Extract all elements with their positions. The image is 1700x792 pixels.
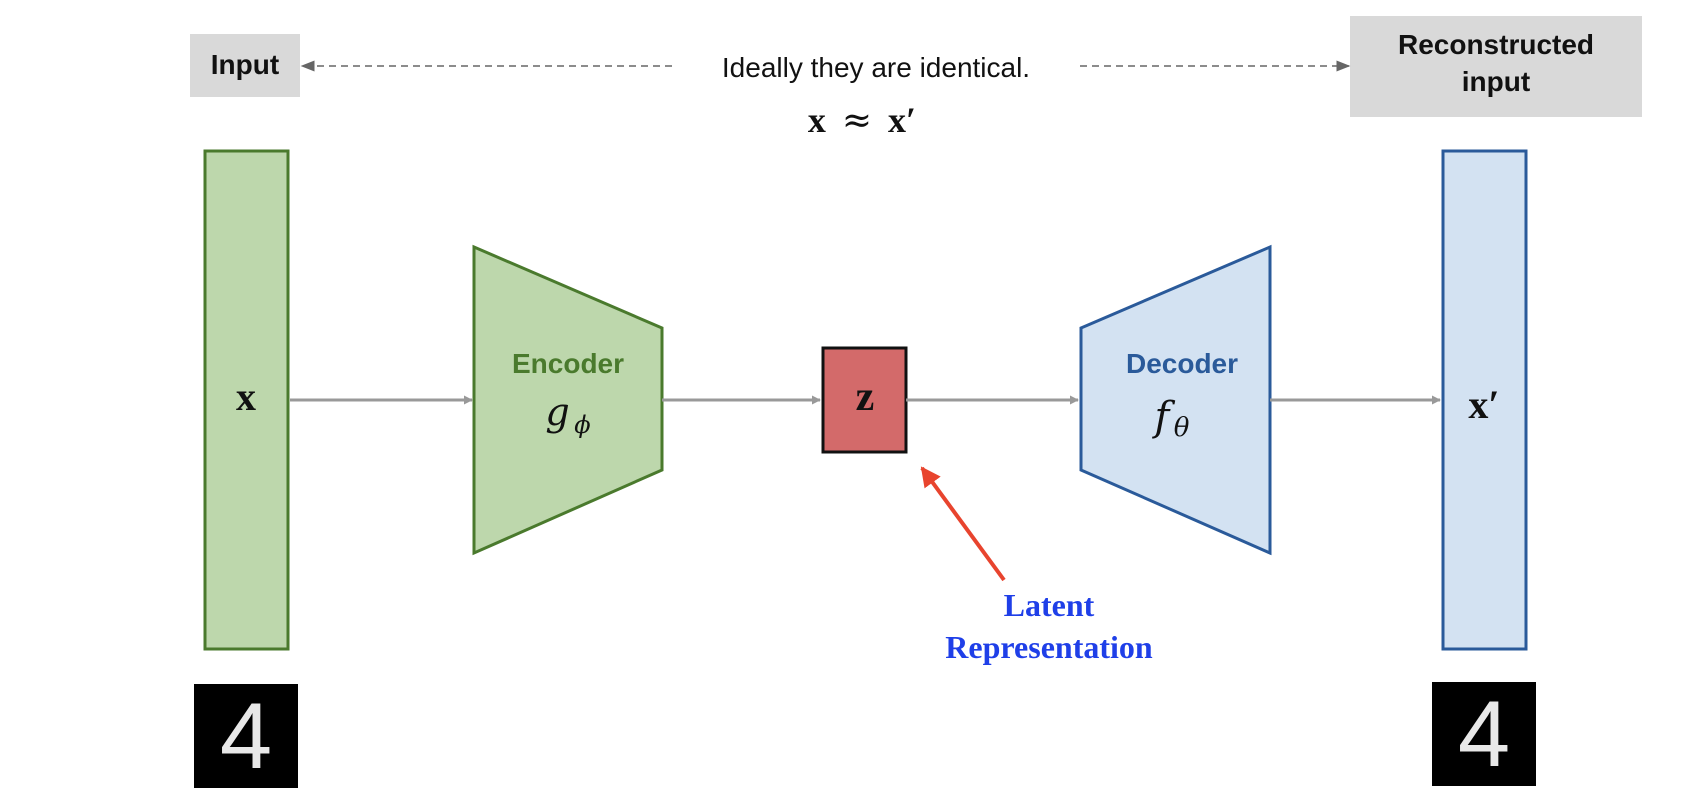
input-digit: 4 [220, 683, 272, 788]
latent-label-line1: Latent [1004, 587, 1095, 623]
input-vector-label: x [236, 374, 256, 419]
encoder-fn-letter: g [545, 390, 569, 434]
decoder-fn-sub: θ [1174, 413, 1190, 443]
approx-rhs: x′ [888, 100, 916, 140]
input-digit-image [194, 684, 298, 788]
reconstructed-label-box [1350, 16, 1642, 117]
input-label-box [190, 34, 300, 97]
latent-pointer-arrow [920, 466, 1006, 582]
output-digit-image [1432, 682, 1536, 786]
approx-equation: x ≈ x′ [808, 99, 916, 141]
encoder-function: g ϕ [545, 390, 590, 439]
reconstructed-label-line1: Reconstructed [1398, 29, 1594, 60]
approx-symbol: ≈ [842, 100, 872, 141]
reconstructed-label-line2: input [1462, 66, 1530, 97]
latent-block [821, 346, 908, 454]
latent-label-line2: Representation [945, 629, 1153, 665]
decoder-block [1079, 244, 1272, 556]
encoder-fn-sub: ϕ [574, 411, 590, 439]
encoder-block [472, 244, 664, 556]
approx-lhs: x [808, 100, 826, 140]
latent-symbol: z [856, 374, 875, 420]
decoder-title: Decoder [1126, 348, 1238, 379]
encoder-title: Encoder [512, 348, 624, 379]
input-vector [203, 149, 290, 651]
decoder-function: f θ [1152, 394, 1190, 443]
identical-note: Ideally they are identical. [722, 52, 1030, 83]
output-vector-label: x′ [1468, 382, 1499, 427]
output-digit: 4 [1458, 681, 1510, 786]
input-label: Input [211, 49, 279, 80]
output-vector [1441, 149, 1528, 651]
